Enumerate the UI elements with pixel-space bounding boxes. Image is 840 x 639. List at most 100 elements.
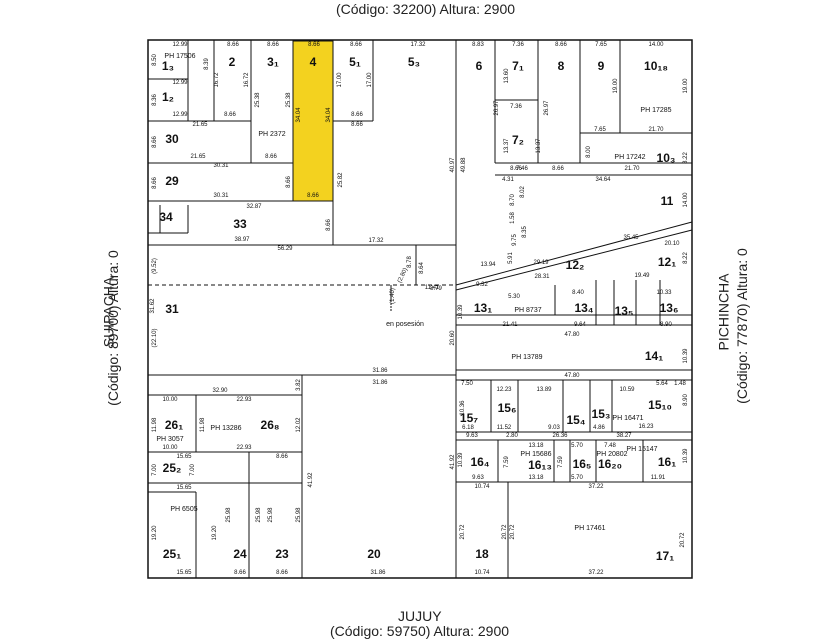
measurement: 10.39 (683, 448, 689, 464)
lot-label: 24 (233, 547, 247, 561)
measurement: 12.23 (496, 387, 512, 393)
measurement: 7.50 (461, 381, 473, 387)
ph-label: PH 2372 (258, 131, 285, 138)
measurement: 49.88 (461, 157, 467, 173)
street-bottom-name: JUJUY (398, 608, 442, 624)
measurement: 11.91 (651, 475, 666, 481)
ph-label: PH 8737 (514, 307, 541, 314)
measurement: 11.98 (200, 417, 206, 432)
lot-label: 18 (475, 547, 489, 561)
ph-label: PH 3057 (156, 436, 183, 443)
lot-label: 23 (275, 547, 289, 561)
measurement: 7.36 (512, 42, 524, 48)
ph-label: PH 13789 (511, 354, 542, 361)
measurement: 47.80 (564, 332, 580, 338)
lot-label: 2 (229, 55, 236, 69)
measurement: 17.32 (368, 238, 384, 244)
street-top-label: (Código: 32200) Altura: 2900 (336, 1, 516, 17)
measurement: 10.39 (683, 348, 689, 364)
measurement: 8.40 (572, 290, 584, 296)
ph-label: PH 17242 (614, 154, 645, 161)
lot-label: 26₈ (261, 418, 280, 432)
measurement: 6.18 (462, 425, 474, 431)
lot-label: 7₁ (512, 59, 524, 73)
lot-label: 29 (165, 174, 179, 188)
measurement: 56.29 (277, 246, 293, 252)
measurement: 13.89 (536, 387, 552, 393)
measurement: 8.39 (204, 58, 210, 70)
lot-label: 17₁ (656, 549, 674, 563)
lot-label: 15₄ (566, 413, 585, 427)
measurement: 5.70 (571, 475, 583, 481)
lot-label: 20 (367, 547, 381, 561)
measurement: 11.41 (425, 285, 440, 291)
measurement: (1.40) (390, 288, 396, 304)
measurement: 8.90 (683, 394, 689, 406)
measurement: 25.98 (226, 507, 232, 523)
measurement: 30.31 (213, 193, 229, 199)
measurement: (22.10) (152, 328, 158, 347)
measurement: 8.02 (520, 186, 526, 198)
measurement: 10.36 (460, 400, 466, 416)
measurement: 4.31 (502, 177, 514, 183)
measurement: 12.99 (172, 112, 188, 118)
measurement: 8.66 (350, 42, 362, 48)
measurement: 9.64 (574, 322, 586, 328)
measurement: 9.03 (548, 425, 560, 431)
lot-label: 15₆ (498, 401, 517, 415)
measurement: 20.60 (450, 330, 456, 346)
measurement: 10.33 (656, 290, 672, 296)
measurement: 8.66 (351, 112, 363, 118)
measurement: 8.66 (234, 570, 246, 576)
measurement: 7.00 (152, 464, 158, 476)
measurement: 9.63 (466, 433, 478, 439)
lot-label: 15₇ (460, 411, 478, 425)
measurement: 8.66 (276, 454, 288, 460)
measurement: 8.83 (472, 42, 484, 48)
measurement: 32.90 (212, 388, 228, 394)
measurement: 29.19 (533, 260, 549, 266)
measurement: 4.86 (593, 425, 605, 431)
measurement: 10.59 (619, 387, 635, 393)
measurement: 8.79 (430, 286, 442, 292)
measurement: (2.80) (397, 267, 409, 284)
lot-label: 33 (233, 217, 247, 231)
measurement: 40.97 (450, 157, 456, 173)
measurement: 25.38 (286, 92, 292, 108)
measurement: 37.22 (588, 484, 604, 490)
measurement: 19.00 (613, 78, 619, 94)
measurement: 11.98 (152, 417, 158, 432)
measurement: 22.93 (236, 397, 252, 403)
measurement: 8.66 (227, 42, 239, 48)
lot-label: 16₅ (573, 457, 592, 471)
measurement: 13.60 (504, 68, 510, 84)
lot-label: 15₁₀ (648, 398, 672, 412)
measurement: 20.72 (680, 532, 686, 548)
measurement: 5.64 (656, 381, 668, 387)
measurement: 13.37 (536, 138, 542, 154)
measurement: 8.66 (555, 42, 567, 48)
measurement: 26.97 (494, 100, 500, 116)
measurement: 7.48 (604, 443, 616, 449)
measurement: 9.32 (476, 282, 488, 288)
measurement: 8.66 (286, 176, 292, 188)
measurement: 10.39 (458, 304, 464, 320)
measurement: 30.31 (213, 163, 229, 169)
measurement: 19.20 (212, 525, 218, 541)
lot-label: 13₁ (474, 301, 492, 315)
lot-label: 11 (661, 194, 674, 208)
measurement: 5.70 (571, 443, 583, 449)
measurement: 19.20 (152, 525, 158, 541)
lot-label: 13₄ (574, 301, 593, 315)
lot-4-highlight[interactable] (292, 40, 334, 202)
measurement: 5.30 (508, 294, 520, 300)
ph-label: PH 6505 (170, 506, 197, 513)
measurement: 8.66 (152, 177, 158, 189)
lot-label: 25₁ (163, 547, 181, 561)
measurement: 37.22 (588, 570, 604, 576)
measurement: 20.72 (502, 524, 508, 540)
lot-label: 3₁ (267, 55, 279, 69)
measurement: 14.00 (648, 42, 664, 48)
lot-label: 16₁₃ (528, 458, 552, 472)
lot-label: 8 (558, 59, 565, 73)
